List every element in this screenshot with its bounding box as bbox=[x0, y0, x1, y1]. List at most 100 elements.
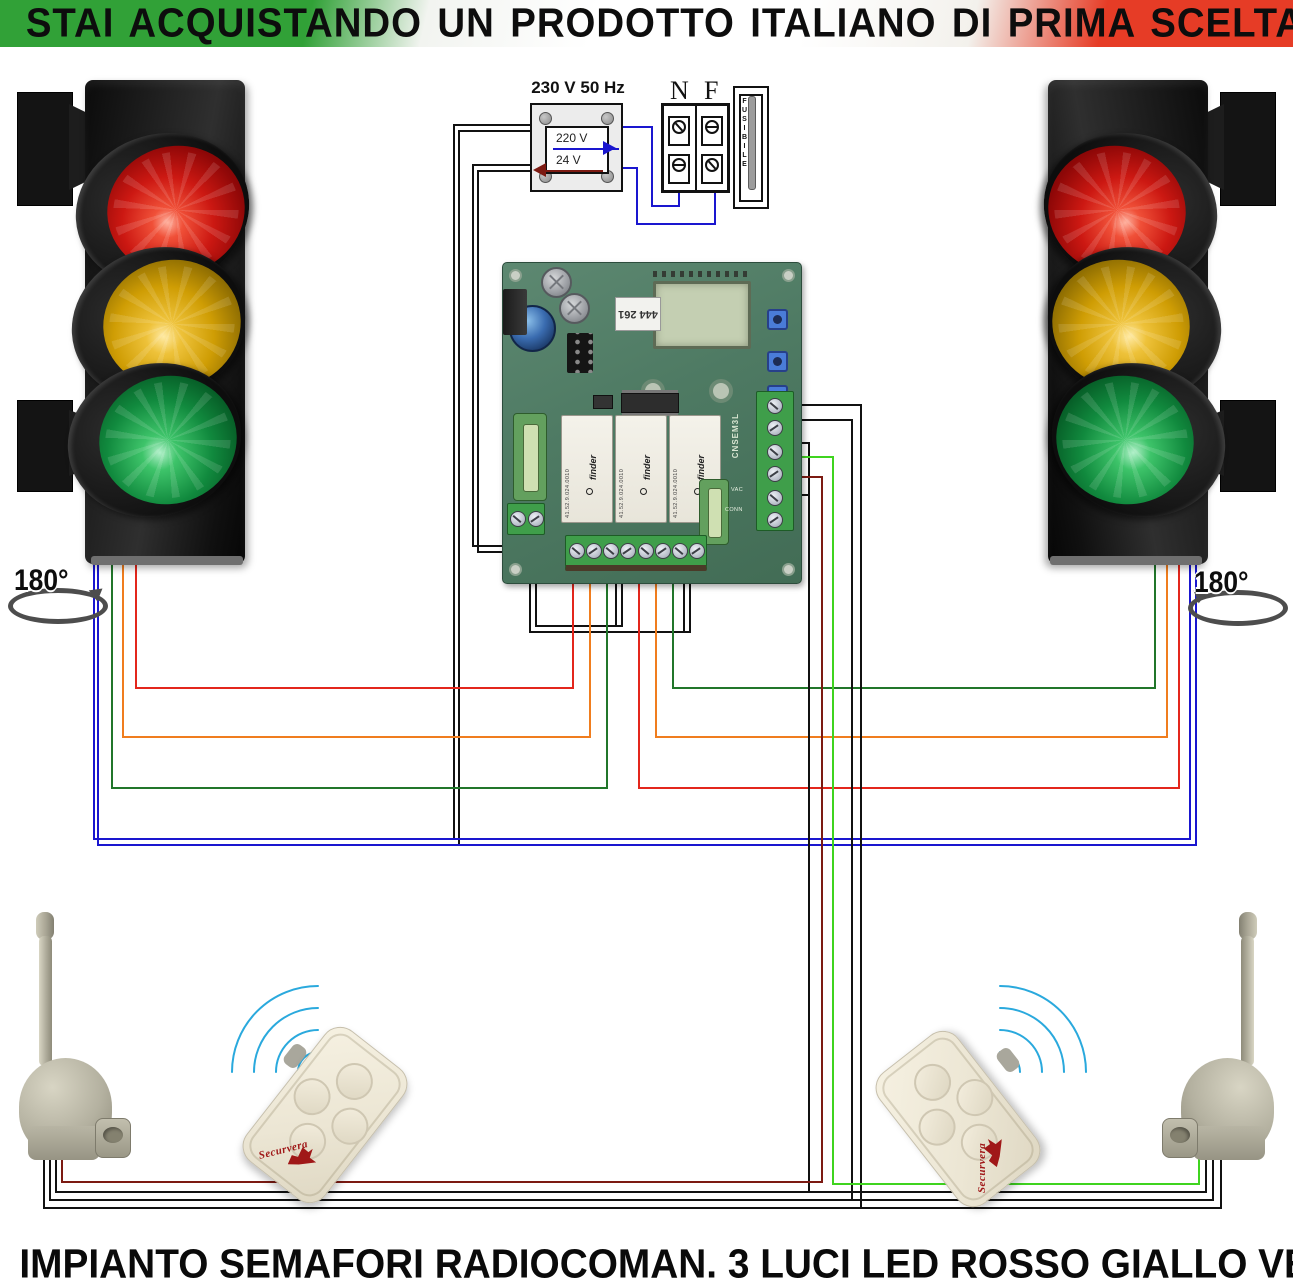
terminal-screw bbox=[528, 511, 544, 527]
wire-black-bus-1 bbox=[55, 1148, 1207, 1193]
rotation-label: 180° bbox=[14, 564, 69, 597]
mains-terminal-block bbox=[661, 103, 730, 193]
rotation-arrow-icon bbox=[8, 588, 108, 624]
housing-base bbox=[1050, 556, 1202, 565]
program-button[interactable] bbox=[767, 309, 788, 330]
fuse-holder: FUSIBILE bbox=[733, 86, 769, 209]
output-terminal-block bbox=[565, 535, 707, 571]
board-label: 444 261 bbox=[615, 297, 661, 331]
wire-darkred-left-antenna bbox=[61, 476, 823, 1183]
power-terminal bbox=[507, 503, 545, 535]
capacitor bbox=[559, 293, 590, 324]
lcd-pin-row bbox=[653, 271, 751, 277]
wire-black-trunk-2 bbox=[788, 419, 853, 1200]
remote-logo: Securvera bbox=[972, 1109, 990, 1193]
mounting-hole bbox=[782, 269, 795, 282]
relay-part-number: 41.52.9.024.0010 bbox=[673, 468, 679, 518]
banner-text: STAI ACQUISTANDO UN PRODOTTO ITALIANO DI… bbox=[25, 0, 1293, 46]
ic-chip-small bbox=[593, 395, 613, 409]
antenna-terminal-block bbox=[756, 391, 794, 531]
wire-blue-bus-a bbox=[93, 556, 1191, 840]
traffic-light-right bbox=[1025, 78, 1278, 576]
terminal-screw bbox=[767, 466, 783, 482]
secondary-voltage-label: 24 V bbox=[556, 153, 581, 167]
receiver-antenna-left bbox=[15, 912, 131, 1162]
terminal-f-bottom bbox=[701, 154, 723, 184]
relay-brand: finder bbox=[642, 454, 652, 480]
voltage-regulator bbox=[503, 289, 527, 335]
terminal-screw bbox=[767, 512, 783, 528]
board-fuse-holder bbox=[699, 479, 729, 545]
secondary-arrow-shaft bbox=[539, 170, 603, 172]
terminal-screw bbox=[620, 543, 636, 559]
housing-base bbox=[91, 556, 243, 565]
wire-orange-left-light bbox=[122, 552, 591, 738]
program-button[interactable] bbox=[767, 351, 788, 372]
relay-part-number: 41.52.9.024.0010 bbox=[565, 468, 571, 518]
fuse-label: FUSIBILE bbox=[741, 98, 748, 170]
mounting-hole bbox=[509, 269, 522, 282]
vac-label: VAC bbox=[731, 487, 744, 493]
wire-red-left-light bbox=[135, 552, 574, 689]
silk-label: CNSEM3L bbox=[731, 413, 740, 459]
green-lamp bbox=[1033, 342, 1244, 538]
antenna-bracket bbox=[1162, 1118, 1198, 1158]
ic-chip bbox=[621, 393, 679, 413]
terminal-screw bbox=[767, 398, 783, 414]
conn-label: CONN bbox=[725, 507, 743, 513]
neutral-label: N bbox=[670, 76, 689, 105]
terminal-divider bbox=[695, 106, 697, 190]
wire-black-24v-a bbox=[453, 124, 532, 838]
wire-blue-phase bbox=[621, 167, 716, 225]
antenna-rod bbox=[1241, 936, 1254, 1066]
terminal-screw bbox=[767, 420, 783, 436]
wire-red-right-light bbox=[638, 560, 1180, 789]
terminal-screw bbox=[603, 543, 619, 559]
rotation-label: 180° bbox=[1194, 566, 1249, 599]
terminal-f-top bbox=[701, 116, 723, 146]
board-fuse-holder bbox=[513, 413, 547, 501]
terminal-screw bbox=[767, 444, 783, 460]
finder-logo-icon bbox=[586, 488, 593, 495]
terminal-screw bbox=[638, 543, 654, 559]
relay-brand: finder bbox=[588, 454, 598, 480]
terminal-screw bbox=[510, 511, 526, 527]
wire-orange-right-light bbox=[655, 560, 1168, 738]
relay-part-number: 41.52.9.024.0010 bbox=[619, 468, 625, 518]
green-lamp bbox=[49, 342, 260, 538]
wire-blue-neutral bbox=[621, 126, 680, 207]
transformer: 220 V 24 V bbox=[530, 103, 623, 192]
transformer-title: 230 V 50 Hz bbox=[531, 78, 625, 97]
transformer-screw bbox=[539, 112, 552, 125]
wire-green-left-light bbox=[111, 552, 608, 789]
antenna-base bbox=[28, 1126, 100, 1160]
wire-green-right-light bbox=[672, 560, 1156, 689]
terminal-screw bbox=[689, 543, 705, 559]
wall-bracket bbox=[1220, 400, 1276, 492]
board-hole bbox=[709, 379, 733, 403]
wire-black-bus-3 bbox=[43, 1148, 1222, 1209]
wall-bracket bbox=[1220, 92, 1276, 206]
rotation-badge-right: 180° bbox=[1186, 566, 1290, 626]
bottom-caption: IMPIANTO SEMAFORI RADIOCOMAN. 3 LUCI LED… bbox=[19, 1241, 1293, 1287]
wall-bracket bbox=[17, 92, 73, 206]
wire-black-24v-b bbox=[458, 130, 532, 844]
terminal-screw bbox=[672, 543, 688, 559]
antenna-tip bbox=[36, 912, 54, 940]
receiver-antenna-right bbox=[1162, 912, 1278, 1162]
control-board: 444 261 41.52.9.024.0010 finder 41.52.9.… bbox=[502, 262, 802, 584]
primary-arrow-shaft bbox=[553, 148, 619, 150]
antenna-bracket bbox=[95, 1118, 131, 1158]
terminal-n-top bbox=[668, 116, 690, 146]
rotation-badge-left: 180° bbox=[6, 564, 110, 624]
fuse-cartridge bbox=[748, 96, 756, 190]
primary-arrow-right-icon bbox=[603, 141, 623, 155]
terminal-screw bbox=[586, 543, 602, 559]
transformer-core: 220 V 24 V bbox=[533, 126, 619, 177]
relay-brand: finder bbox=[696, 454, 706, 480]
phase-label: F bbox=[704, 76, 719, 105]
mounting-hole bbox=[782, 563, 795, 576]
wire-black-bus-2 bbox=[49, 1148, 1214, 1201]
terminal-screw bbox=[569, 543, 585, 559]
wall-bracket bbox=[17, 400, 73, 492]
